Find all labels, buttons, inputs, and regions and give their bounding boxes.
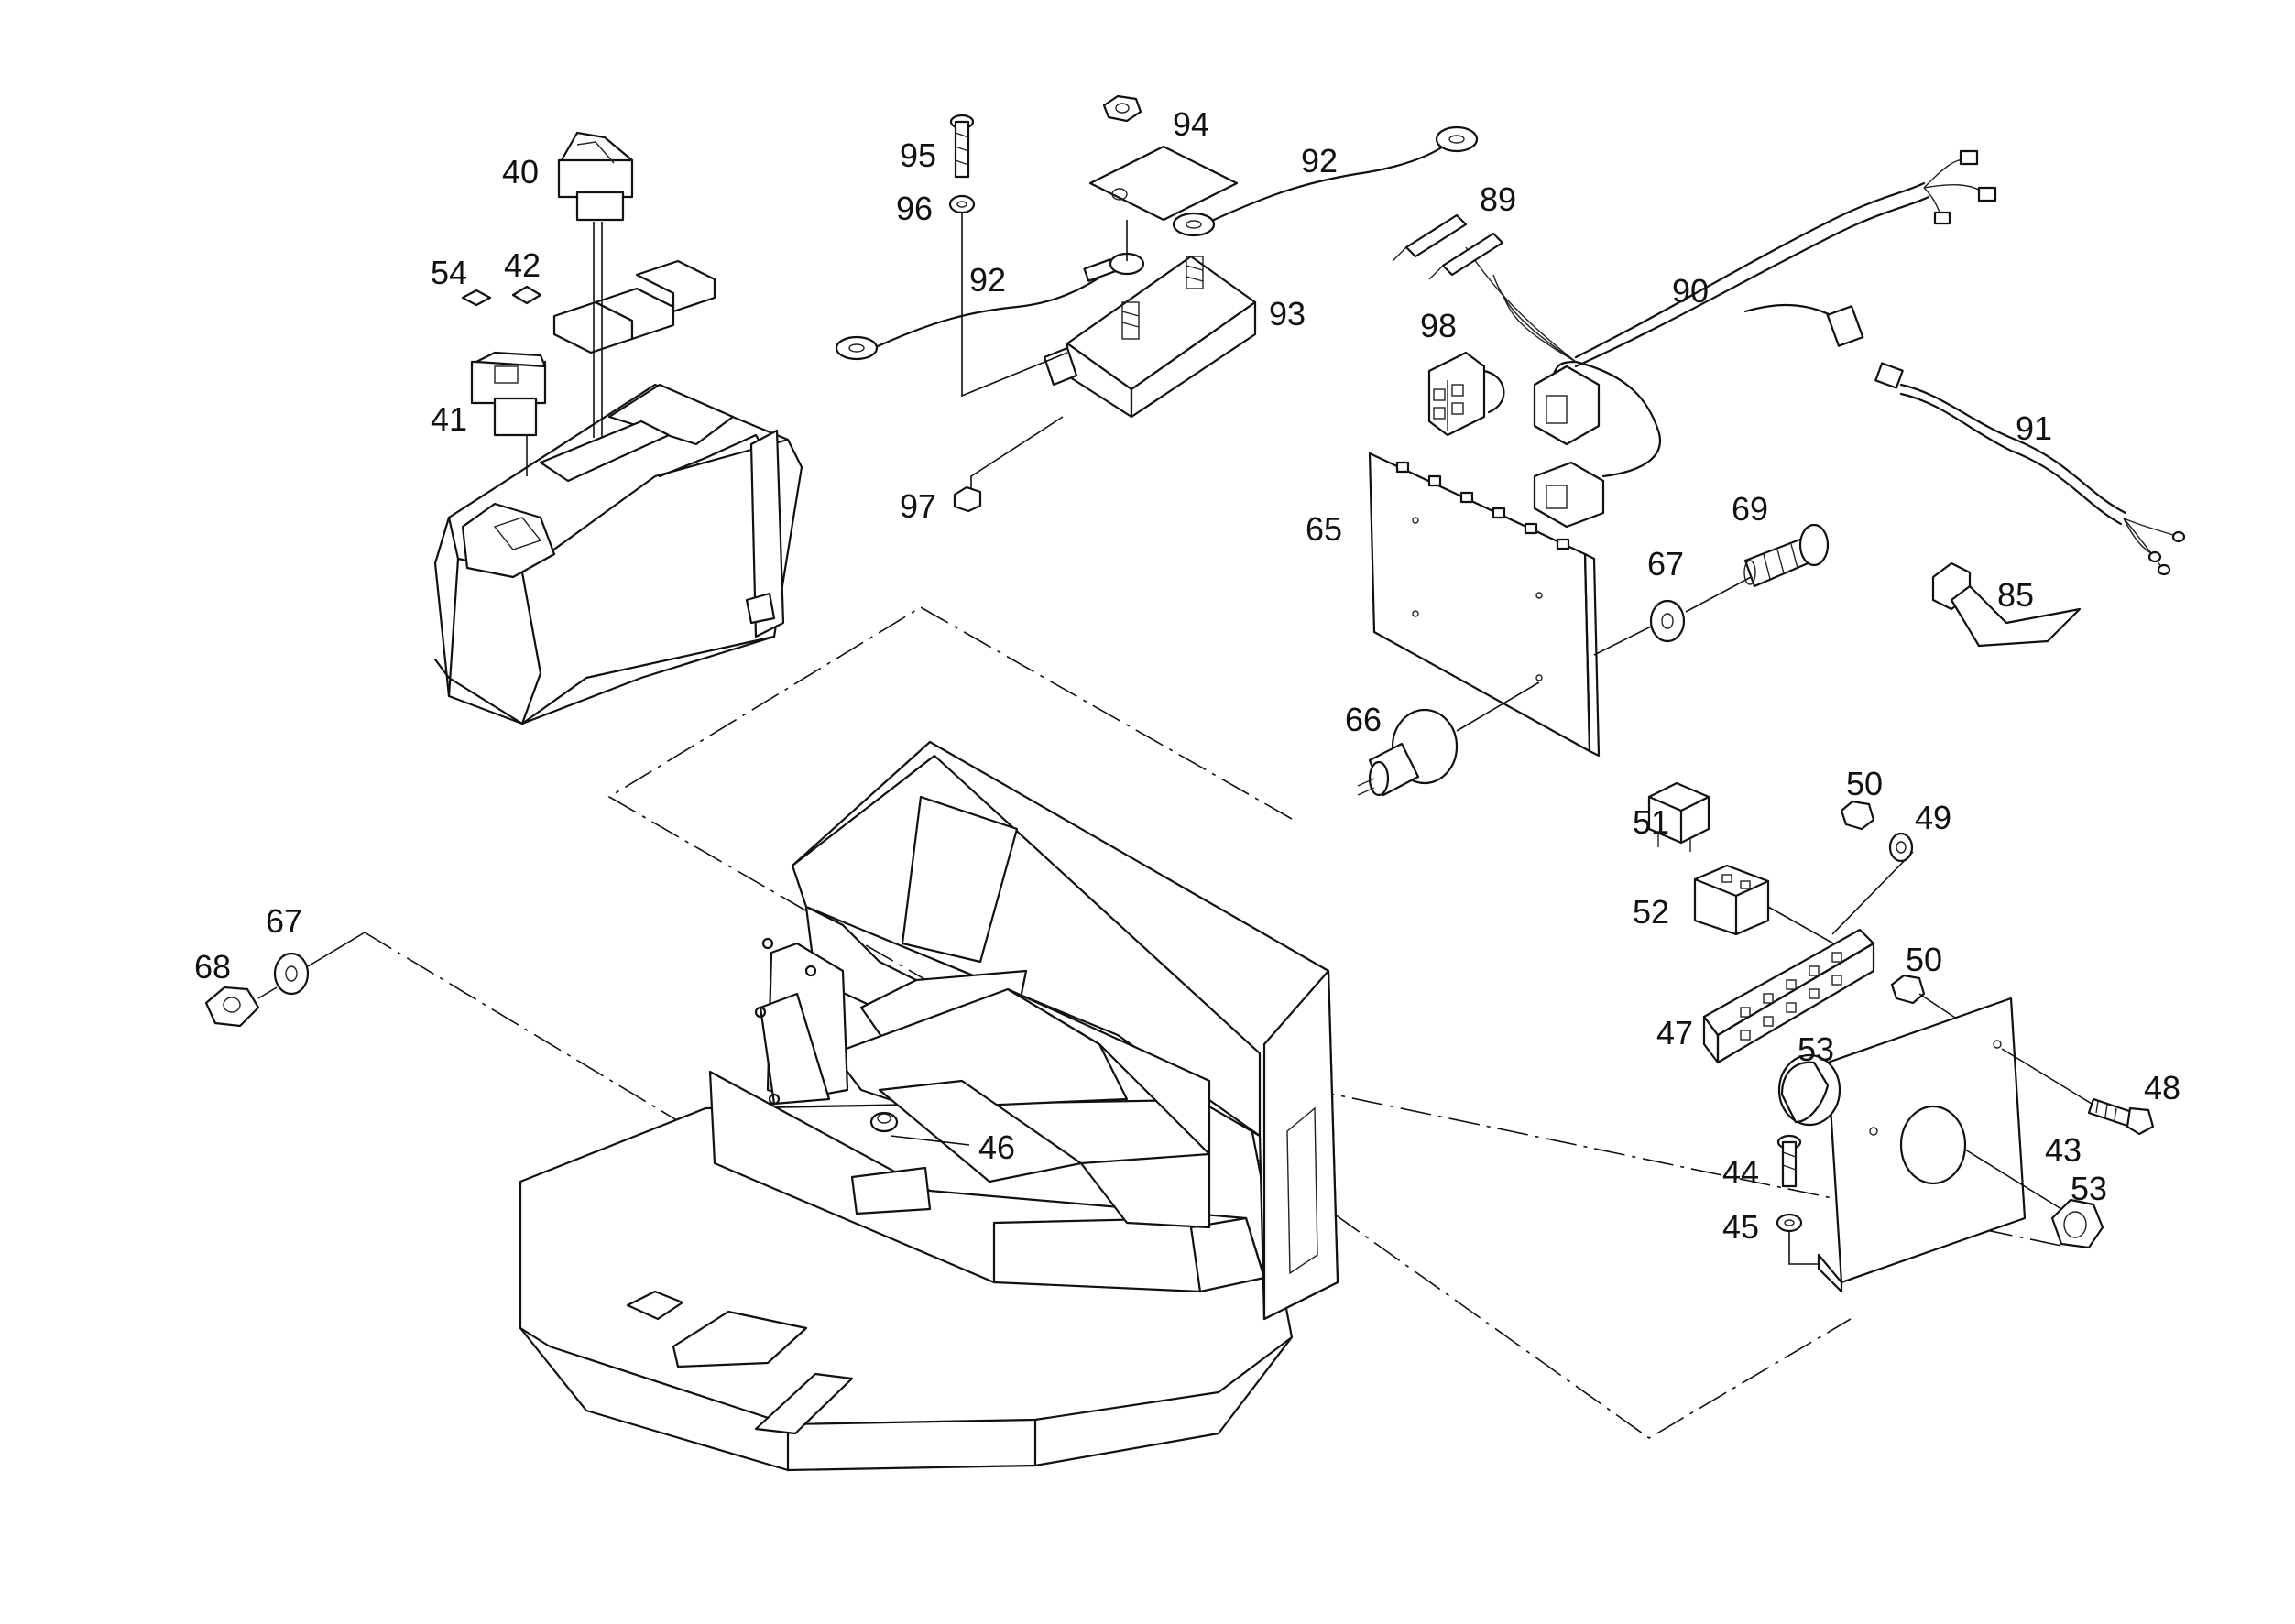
connector-plug (1533, 365, 1601, 446)
nut-50-bottom (1890, 974, 1926, 1005)
callout-67-left: 67 (266, 902, 302, 940)
callout-98: 98 (1420, 307, 1457, 344)
callout-46: 46 (978, 1128, 1015, 1166)
callout-66: 66 (1345, 701, 1382, 738)
nut-94 (1102, 94, 1142, 123)
lens-42 (511, 285, 542, 305)
callout-97: 97 (900, 487, 936, 525)
callout-91: 91 (2016, 409, 2052, 447)
relay-52 (1693, 864, 1770, 936)
callout-53-left: 53 (1798, 1030, 1834, 1068)
lens-54 (461, 289, 492, 307)
relay-board-47 (1702, 928, 1875, 1064)
callout-53-right: 53 (2071, 1170, 2107, 1207)
callout-92-right: 92 (1301, 142, 1338, 180)
cable-92-right (1172, 125, 1479, 237)
callout-49: 49 (1915, 799, 1951, 836)
bolt-48 (2087, 1097, 2155, 1136)
bracket-43 (1817, 997, 2027, 1293)
callout-95: 95 (900, 136, 936, 174)
callout-67-right: 67 (1647, 545, 1684, 583)
switch-41 (470, 351, 547, 437)
connector-plug-lower (1533, 461, 1605, 529)
knob-53-left (1777, 1053, 1841, 1127)
nut-68 (204, 986, 260, 1028)
relay-51 (1647, 781, 1710, 852)
washer-67-left (273, 952, 310, 996)
cable-92-left (835, 252, 1145, 361)
callout-69: 69 (1732, 490, 1768, 528)
callout-51: 51 (1633, 803, 1669, 841)
callout-50-bottom: 50 (1906, 941, 1942, 978)
switch-85 (1931, 561, 2082, 648)
callout-48: 48 (2144, 1069, 2180, 1106)
terminal-block-93 (1043, 255, 1257, 419)
pin-89 (1392, 213, 1504, 280)
circuit-board-65 (1368, 452, 1601, 758)
connector-98 (1427, 351, 1505, 437)
callout-68: 68 (194, 948, 231, 986)
bolt-44 (1776, 1134, 1802, 1188)
callout-43: 43 (2045, 1131, 2082, 1169)
callout-92-left: 92 (969, 261, 1006, 299)
standoff-66 (1357, 708, 1459, 797)
nut-50-top (1840, 800, 1875, 831)
callout-96: 96 (896, 190, 933, 227)
washer-96 (948, 194, 976, 214)
callout-40: 40 (502, 153, 539, 191)
callout-90: 90 (1672, 272, 1709, 310)
callout-45: 45 (1722, 1208, 1759, 1246)
callout-52: 52 (1633, 893, 1669, 931)
bolt-95 (949, 114, 975, 179)
callout-93: 93 (1269, 295, 1306, 332)
washer-67-right (1649, 599, 1686, 643)
callout-85: 85 (1997, 576, 2034, 614)
nut-97 (953, 485, 982, 513)
switch-frames (552, 259, 716, 354)
plate-94 (1088, 145, 1239, 222)
callout-65: 65 (1306, 510, 1342, 548)
spacer-69 (1743, 523, 1830, 588)
nut-53-right (2050, 1198, 2104, 1249)
washer-49 (1888, 832, 1914, 863)
washer-45 (1776, 1213, 1803, 1233)
callout-labels: 40 54 42 41 95 94 92 96 92 93 97 89 90 9… (194, 105, 2180, 1246)
control-housing (433, 383, 803, 725)
base-frame (519, 740, 1339, 1472)
callout-94: 94 (1173, 105, 1209, 143)
callout-54: 54 (431, 254, 467, 291)
callout-44: 44 (1722, 1153, 1759, 1191)
callout-89: 89 (1480, 180, 1516, 218)
callout-41: 41 (431, 400, 467, 438)
callout-50-top: 50 (1846, 765, 1883, 802)
harness-91 (1874, 362, 2186, 576)
callout-42: 42 (504, 246, 541, 284)
switch-40 (557, 131, 634, 222)
callout-47: 47 (1656, 1014, 1693, 1052)
